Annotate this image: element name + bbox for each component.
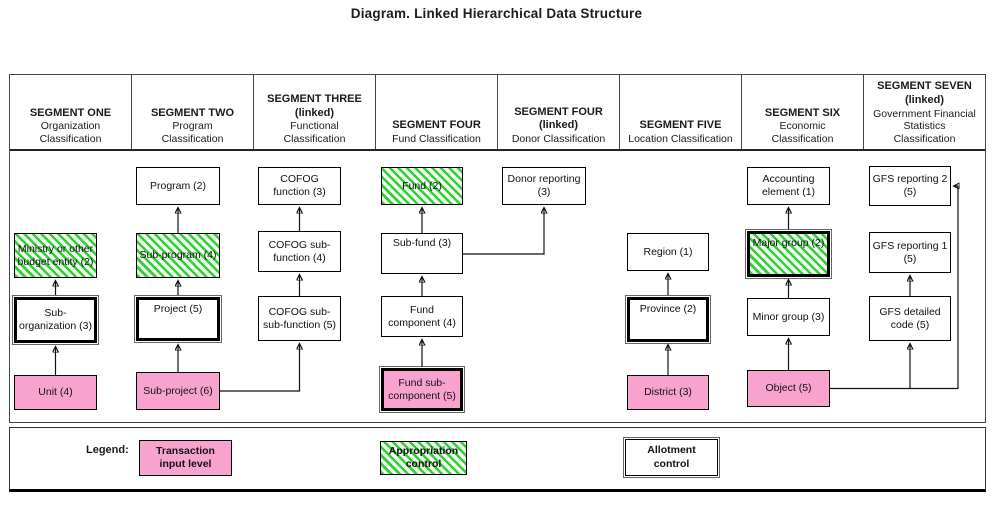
segment-desc: Donor Classification — [511, 133, 606, 146]
node-project: Project (5) — [134, 295, 222, 343]
segment-desc: Location Classification — [628, 133, 733, 146]
node-fund-sub-component: Fund sub-component (5) — [379, 366, 465, 413]
legend-allotment-control: Allotment control — [623, 437, 720, 478]
segment-desc: Economic Classification — [771, 120, 834, 146]
node-accounting-element: Accounting element (1) — [747, 167, 830, 205]
segment-name: SEGMENT SEVEN (linked) — [877, 80, 972, 106]
node-object: Object (5) — [747, 370, 830, 407]
segment-desc: Program Classification — [161, 120, 224, 146]
node-sub-fund: Sub-fund (3) — [381, 233, 463, 274]
segment-header-row: SEGMENT ONE Organization Classification … — [10, 75, 985, 151]
node-unit: Unit (4) — [14, 375, 97, 410]
segment-header-two: SEGMENT TWO Program Classification — [132, 75, 254, 149]
segment-header-six: SEGMENT SIX Economic Classification — [742, 75, 864, 149]
segment-name: SEGMENT ONE — [29, 106, 112, 119]
segment-header-four-linked: SEGMENT FOUR (linked) Donor Classificati… — [498, 75, 620, 149]
segment-name: SEGMENT THREE (linked) — [267, 92, 362, 119]
legend-appropriation-control: Appropriation control — [380, 441, 467, 475]
node-cofog-sub-sub-function: COFOG sub-sub-function (5) — [258, 296, 341, 341]
legend-label: Legend: — [86, 444, 129, 456]
node-cofog-sub-function: COFOG sub-function (4) — [258, 231, 341, 272]
segment-desc: Functional Classification — [283, 120, 346, 146]
node-gfs-reporting-1: GFS reporting 1 (5) — [869, 232, 951, 273]
node-ministry-or-other-budget-entity: Ministry or other budget entity (2) — [14, 233, 97, 278]
node-province: Province (2) — [625, 295, 711, 344]
diagram-title: Diagram. Linked Hierarchical Data Struct… — [350, 6, 643, 21]
node-region: Region (1) — [627, 233, 709, 271]
node-major-group: Major group (2) — [745, 229, 832, 279]
legend-transaction-input-level: Transaction input level — [139, 440, 232, 476]
segment-desc: Fund Classification — [392, 133, 481, 146]
segment-header-seven: SEGMENT SEVEN (linked) Government Financ… — [864, 75, 985, 149]
node-fund: Fund (2) — [381, 167, 463, 205]
node-sub-program: Sub-program (4) — [136, 233, 220, 278]
segment-desc: Government Financial Statistics Classifi… — [873, 107, 976, 146]
node-sub-project: Sub-project (6) — [136, 372, 220, 410]
segment-header-five: SEGMENT FIVE Location Classification — [620, 75, 742, 149]
segment-name: SEGMENT FIVE — [639, 119, 722, 132]
node-donor-reporting: Donor reporting (3) — [502, 167, 586, 205]
node-sub-organization: Sub-organization (3) — [12, 295, 99, 345]
segment-header-three: SEGMENT THREE (linked) Functional Classi… — [254, 75, 376, 149]
segment-desc: Organization Classification — [39, 120, 102, 146]
node-district: District (3) — [627, 375, 709, 410]
node-gfs-reporting-2: GFS reporting 2 (5) — [869, 166, 951, 206]
segment-header-four: SEGMENT FOUR Fund Classification — [376, 75, 498, 149]
node-gfs-detailed-code: GFS detailed code (5) — [869, 296, 951, 341]
segment-name: SEGMENT TWO — [150, 106, 235, 119]
segment-header-one: SEGMENT ONE Organization Classification — [10, 75, 132, 149]
node-minor-group: Minor group (3) — [747, 298, 830, 336]
segment-name: SEGMENT FOUR (linked) — [514, 105, 603, 132]
segment-name: SEGMENT FOUR — [392, 119, 481, 132]
node-program: Program (2) — [136, 167, 220, 205]
segment-name: SEGMENT SIX — [764, 106, 841, 119]
node-cofog-function: COFOG function (3) — [258, 167, 341, 205]
node-fund-component: Fund component (4) — [381, 296, 463, 337]
